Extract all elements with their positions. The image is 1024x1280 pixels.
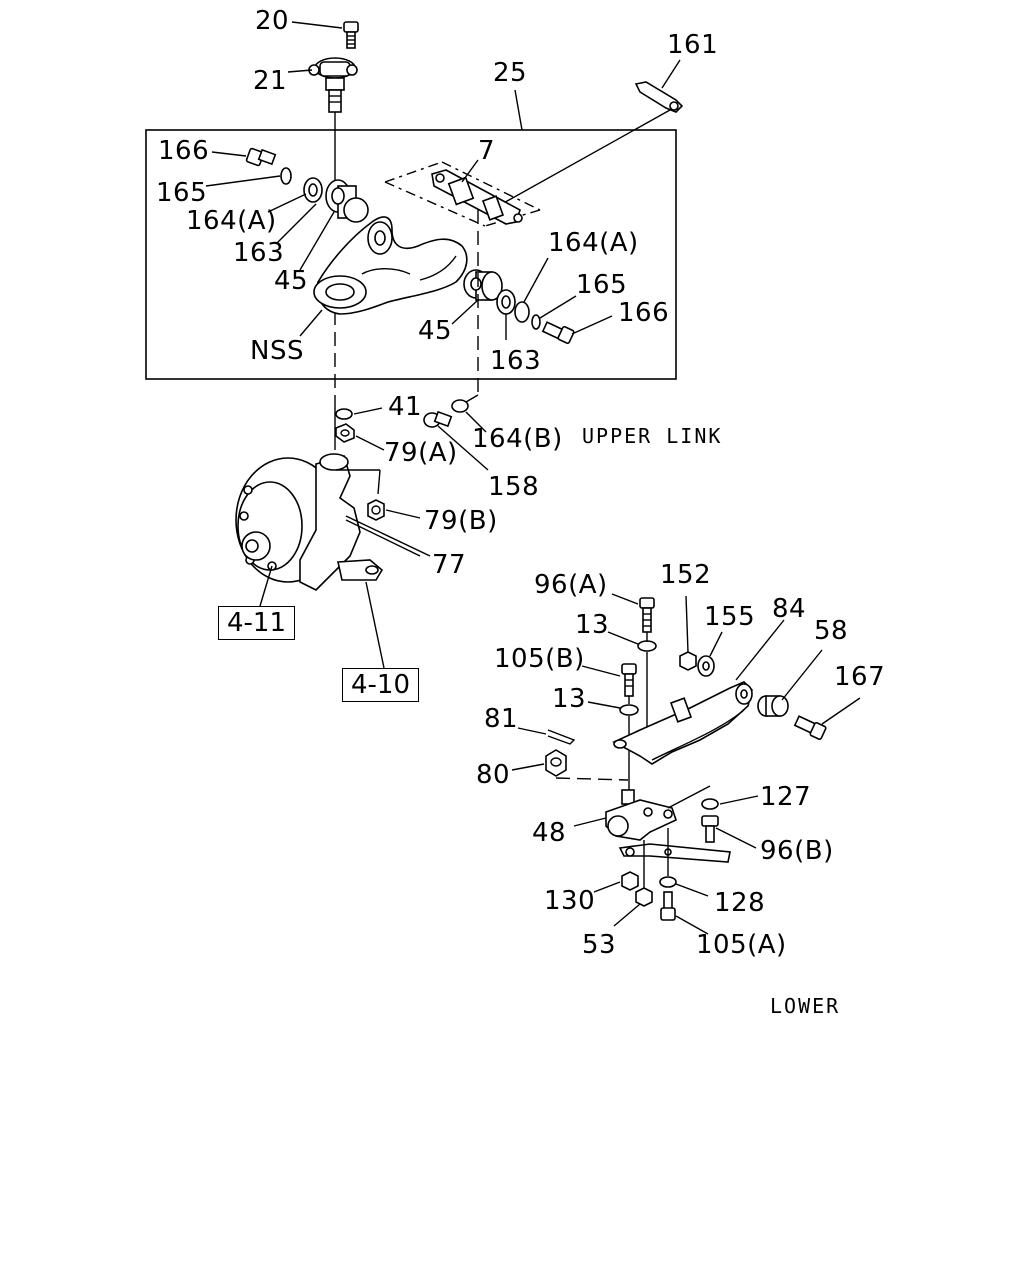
- callout-13-lower[interactable]: 13: [552, 684, 587, 714]
- part-128-washer[interactable]: [659, 876, 677, 888]
- part-130-nut[interactable]: [621, 871, 639, 891]
- callout-13-upper[interactable]: 13: [575, 610, 610, 640]
- callout-96a[interactable]: 96(A): [534, 570, 608, 600]
- callout-nss[interactable]: NSS: [250, 336, 304, 366]
- callout-158[interactable]: 158: [488, 472, 540, 502]
- reference-4-11[interactable]: 4-11: [218, 606, 296, 640]
- callout-45-right[interactable]: 45: [418, 316, 453, 346]
- part-155-washer[interactable]: [697, 655, 715, 677]
- callout-127[interactable]: 127: [760, 782, 812, 812]
- part-105b-bolt[interactable]: [621, 663, 637, 697]
- part-96b-bolt[interactable]: [701, 815, 719, 843]
- part-96a-bolt[interactable]: [639, 597, 655, 633]
- callout-164a-right[interactable]: 164(A): [548, 228, 639, 258]
- callout-163-left[interactable]: 163: [233, 238, 285, 268]
- callout-7[interactable]: 7: [478, 136, 496, 166]
- part-48-ball-joint[interactable]: [605, 789, 677, 841]
- part-45-bushing-right[interactable]: [463, 269, 503, 301]
- part-53-nut[interactable]: [635, 887, 653, 907]
- part-20-bolt[interactable]: [343, 21, 359, 49]
- part-84-lower-arm[interactable]: [612, 681, 753, 765]
- steering-knuckle-hub-assembly[interactable]: [235, 453, 384, 591]
- callout-48[interactable]: 48: [532, 818, 567, 848]
- part-152-nut[interactable]: [679, 651, 697, 671]
- callout-128[interactable]: 128: [714, 888, 766, 918]
- part-166-bolt-right[interactable]: [541, 321, 575, 345]
- callout-105a[interactable]: 105(A): [696, 930, 787, 960]
- callout-164a-left[interactable]: 164(A): [186, 206, 277, 236]
- part-79b-nut[interactable]: [367, 499, 385, 521]
- callout-163-right[interactable]: 163: [490, 346, 542, 376]
- callout-41[interactable]: 41: [388, 392, 423, 422]
- callout-79a[interactable]: 79(A): [384, 438, 458, 468]
- upper-link-group-box: [145, 129, 677, 380]
- callout-96b[interactable]: 96(B): [760, 836, 834, 866]
- callout-77[interactable]: 77: [432, 550, 467, 580]
- callout-165-left[interactable]: 165: [156, 178, 208, 208]
- callout-79b[interactable]: 79(B): [424, 506, 498, 536]
- part-161-bracket[interactable]: [634, 81, 684, 113]
- part-13-washer-upper[interactable]: [637, 640, 657, 652]
- callout-84[interactable]: 84: [772, 594, 807, 624]
- callout-45-left[interactable]: 45: [274, 266, 309, 296]
- part-13-washer-lower[interactable]: [619, 704, 639, 716]
- callout-164b[interactable]: 164(B): [472, 424, 563, 454]
- callout-166-left[interactable]: 166: [158, 136, 210, 166]
- part-79a-nut[interactable]: [335, 423, 355, 443]
- callout-21[interactable]: 21: [253, 66, 288, 96]
- callout-166-right[interactable]: 166: [618, 298, 670, 328]
- part-80-castle-nut[interactable]: [545, 749, 567, 777]
- part-105a-bolt[interactable]: [660, 891, 676, 921]
- part-164b-washer[interactable]: [451, 399, 469, 413]
- callout-152[interactable]: 152: [660, 560, 712, 590]
- part-166-bolt-left[interactable]: [245, 147, 277, 167]
- section-label-lower: LOWER: [770, 994, 841, 1018]
- part-158-bolt[interactable]: [423, 410, 453, 428]
- callout-58[interactable]: 58: [814, 616, 849, 646]
- part-164a-washer-right[interactable]: [514, 301, 530, 323]
- callout-130[interactable]: 130: [544, 886, 596, 916]
- callout-53[interactable]: 53: [582, 930, 617, 960]
- part-163-washer-right[interactable]: [496, 289, 516, 315]
- callout-81[interactable]: 81: [484, 704, 519, 734]
- callout-165-right[interactable]: 165: [576, 270, 628, 300]
- upper-control-arm[interactable]: [313, 216, 468, 315]
- callout-105b[interactable]: 105(B): [494, 644, 585, 674]
- part-7-shaft[interactable]: [384, 161, 541, 227]
- reference-4-10[interactable]: 4-10: [342, 668, 420, 702]
- part-45-bushing-left[interactable]: [325, 179, 369, 223]
- callout-20[interactable]: 20: [255, 6, 290, 36]
- part-164a-washer-left[interactable]: [303, 177, 323, 203]
- part-165-washer-right[interactable]: [531, 314, 541, 330]
- callout-161[interactable]: 161: [667, 30, 719, 60]
- part-81-cotter-pin[interactable]: [547, 729, 576, 745]
- callout-155[interactable]: 155: [704, 602, 756, 632]
- part-167-bolt[interactable]: [793, 715, 827, 741]
- part-41-washer[interactable]: [335, 408, 353, 420]
- lower-bracket-plate[interactable]: [618, 843, 731, 863]
- section-label-upper-link: UPPER LINK: [582, 424, 723, 448]
- part-165-washer-left[interactable]: [280, 167, 292, 185]
- part-58-bushing[interactable]: [757, 695, 789, 717]
- callout-167[interactable]: 167: [834, 662, 886, 692]
- callout-25[interactable]: 25: [493, 58, 528, 88]
- callout-80[interactable]: 80: [476, 760, 511, 790]
- part-21-ball-joint[interactable]: [308, 57, 358, 113]
- part-127-washer[interactable]: [701, 798, 719, 810]
